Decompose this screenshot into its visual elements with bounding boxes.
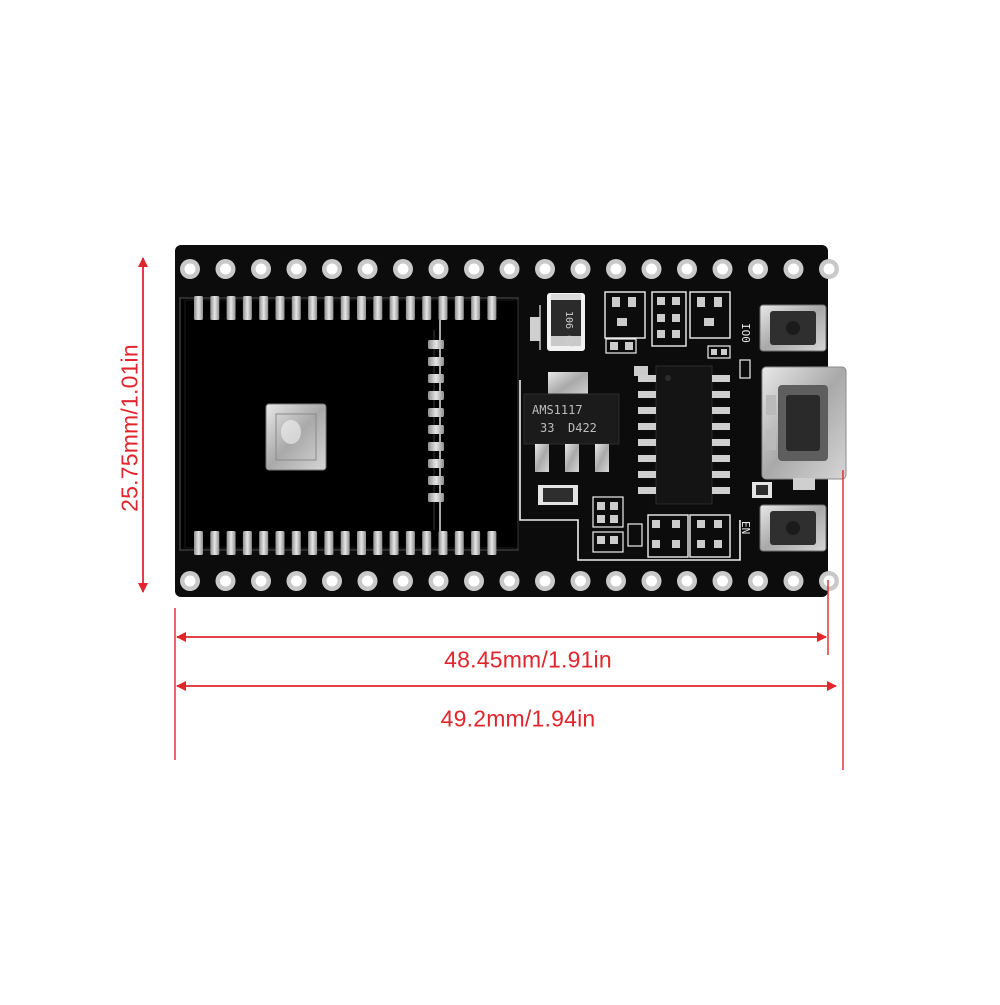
- module-pin: [194, 296, 203, 320]
- regulator-text-1: AMS1117: [532, 403, 583, 417]
- usb-uart-chip: [655, 365, 713, 505]
- inner-width-dimension-label: 48.45mm/1.91in: [444, 646, 612, 673]
- module-pin: [291, 296, 301, 320]
- module-pin: [471, 296, 481, 320]
- module-pin: [487, 531, 497, 555]
- ic-pin: [638, 391, 656, 398]
- module-side-pins: [428, 340, 444, 502]
- boot-button: IO0: [739, 304, 827, 352]
- module-pin: [438, 531, 448, 555]
- ic-pin: [638, 487, 656, 494]
- module-pin: [242, 296, 252, 320]
- ic-pin: [638, 375, 656, 382]
- module-pin: [357, 531, 366, 555]
- module-pin: [324, 531, 334, 555]
- ic-pin: [712, 423, 730, 430]
- regulator-text-3: D422: [568, 421, 597, 435]
- ic-pin: [712, 487, 730, 494]
- module-side-pin: [428, 391, 444, 400]
- module-pin: [226, 531, 236, 555]
- module-bottom-castellated-pins: [194, 531, 497, 555]
- module-side-pin: [428, 493, 444, 502]
- module-pin: [340, 531, 350, 555]
- module-pin: [194, 531, 203, 555]
- regulator-text-2: 33: [540, 421, 554, 435]
- module-pin: [210, 296, 220, 320]
- module-side-pin: [428, 408, 444, 417]
- module-pin: [471, 531, 481, 555]
- ic-pin: [712, 439, 730, 446]
- module-pin: [454, 296, 464, 320]
- ic-pin: [712, 391, 730, 398]
- ic-pin: [638, 423, 656, 430]
- smd-components-bottom: [538, 482, 772, 558]
- module-pin: [405, 296, 415, 320]
- module-pin: [291, 531, 301, 555]
- module-pin: [226, 296, 236, 320]
- module-pin: [210, 531, 220, 555]
- outer-width-dimension-label: 49.2mm/1.94in: [440, 705, 596, 732]
- module-side-pin: [428, 357, 444, 366]
- height-dimension-label: 25.75mm/1.01in: [116, 344, 143, 512]
- module-pin: [324, 296, 334, 320]
- ic-pin: [712, 455, 730, 462]
- silkscreen-outline: [519, 380, 741, 561]
- module-pin: [438, 296, 448, 320]
- tantalum-capacitor: 106 6V: [547, 293, 585, 351]
- module-pin: [405, 531, 415, 555]
- module-top-castellated-pins: [194, 296, 497, 320]
- bottom-header-holes: [180, 571, 839, 591]
- esp32-module: [179, 297, 519, 551]
- cap-code-text: 106 6V: [563, 311, 574, 347]
- module-pin: [454, 531, 464, 555]
- module-pin: [308, 296, 318, 320]
- module-pin: [308, 531, 318, 555]
- module-pin: [373, 296, 383, 320]
- module-side-pin: [428, 476, 444, 485]
- ic-pin: [638, 407, 656, 414]
- module-pin: [275, 531, 285, 555]
- ic-pin: [712, 471, 730, 478]
- module-side-pin: [428, 374, 444, 383]
- ic-pin: [638, 471, 656, 478]
- boot-button-label: IO0: [739, 323, 752, 343]
- module-pin: [275, 296, 285, 320]
- enable-button-label: EN: [739, 521, 752, 534]
- module-pin: [422, 296, 432, 320]
- module-pin: [389, 531, 399, 555]
- module-side-pin: [428, 340, 444, 349]
- module-pin: [373, 531, 383, 555]
- module-pin: [357, 296, 366, 320]
- ic-pins: [638, 375, 730, 494]
- module-pin: [259, 296, 269, 320]
- dimension-width-outer: [176, 470, 844, 770]
- ic-pin: [638, 455, 656, 462]
- top-header-holes: [180, 259, 839, 279]
- ic-pin: [638, 439, 656, 446]
- module-side-pin: [428, 442, 444, 451]
- module-side-pin: [428, 459, 444, 468]
- module-side-pin: [428, 425, 444, 434]
- module-pin: [259, 531, 269, 555]
- module-pin: [487, 296, 497, 320]
- module-pin: [340, 296, 350, 320]
- ic-pin: [712, 407, 730, 414]
- ic-pin: [712, 375, 730, 382]
- enable-button: EN: [739, 504, 827, 552]
- module-pin: [242, 531, 252, 555]
- voltage-regulator: AMS1117 33 D422: [523, 372, 620, 472]
- module-pin: [422, 531, 432, 555]
- module-pin: [389, 296, 399, 320]
- smd-components-top: [604, 291, 751, 379]
- micro-usb-icon: [761, 366, 847, 490]
- dimension-width-inner: [174, 580, 829, 760]
